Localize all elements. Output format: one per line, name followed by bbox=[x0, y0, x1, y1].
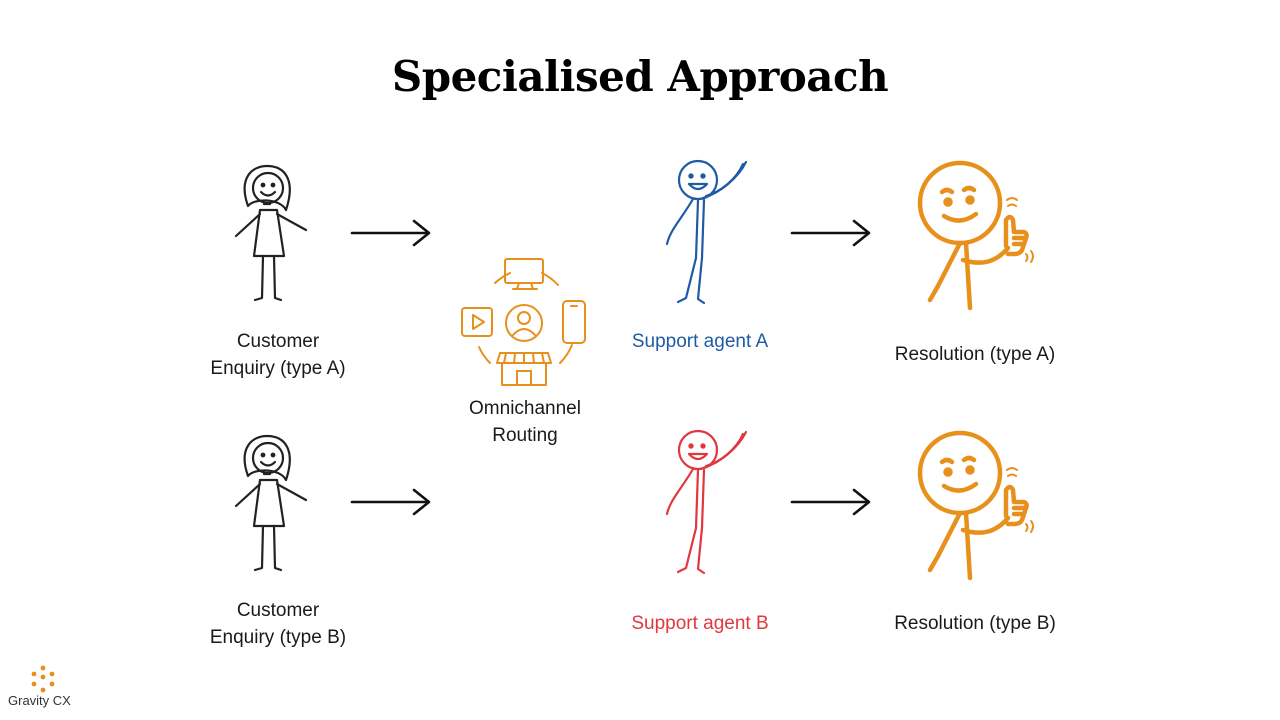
user-icon bbox=[505, 304, 543, 342]
support-agent-a-figure-icon bbox=[665, 159, 748, 305]
support-agent-b-label: Support agent B bbox=[631, 613, 769, 634]
play-icon bbox=[461, 307, 493, 337]
arrow-right-icon bbox=[350, 488, 431, 516]
resolution-a-label: Resolution (type A) bbox=[894, 344, 1056, 365]
gravity-cx-logo-icon bbox=[31, 665, 55, 693]
resolution-b-label: Resolution (type B) bbox=[894, 613, 1056, 634]
page-title: Specialised Approach bbox=[391, 52, 889, 101]
arrow-right-icon bbox=[790, 488, 871, 516]
customer-b-figure-icon bbox=[234, 434, 308, 572]
omnichannel-routing-icon bbox=[461, 258, 586, 386]
phone-icon bbox=[562, 300, 586, 344]
brand-name: Gravity CX bbox=[8, 693, 71, 708]
monitor-icon bbox=[504, 258, 544, 290]
store-icon bbox=[496, 352, 552, 386]
resolution-b-thumbs-up-icon bbox=[917, 430, 1034, 581]
arrow-right-icon bbox=[350, 219, 431, 247]
support-agent-a-label: Support agent A bbox=[631, 331, 769, 352]
customer-a-figure-icon bbox=[234, 164, 308, 302]
arrow-right-icon bbox=[790, 219, 871, 247]
support-agent-b-figure-icon bbox=[665, 429, 748, 575]
resolution-a-thumbs-up-icon bbox=[917, 160, 1034, 311]
